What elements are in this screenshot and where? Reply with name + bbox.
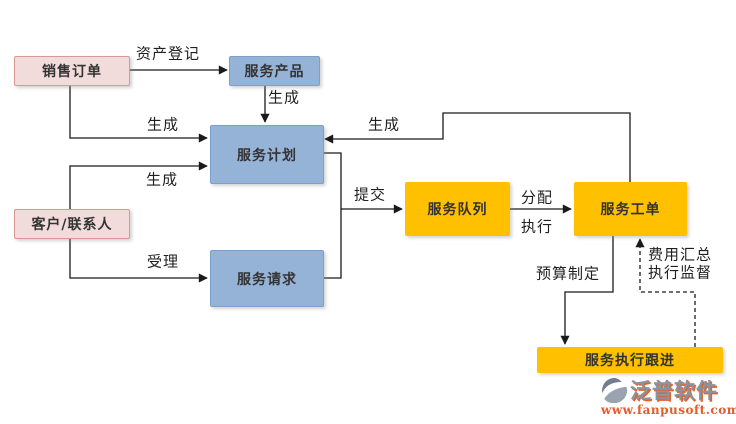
edge-service-request-to-queue-junction xyxy=(322,209,342,279)
edge-label-execution-supervision: 执行监督 xyxy=(647,263,713,282)
edge-label-asset-registration: 资产登记 xyxy=(135,44,201,63)
fanpu-logo-icon xyxy=(602,377,628,404)
edge-label-execute: 执行 xyxy=(520,217,554,236)
edge-label-generate-workorder-to-plan: 生成 xyxy=(367,115,401,134)
fanpu-logo: 泛普软件 www.fanpusoft.com xyxy=(601,377,736,417)
edge-label-accept: 受理 xyxy=(146,252,180,271)
node-sales-order: 销售订单 xyxy=(14,56,130,86)
node-service-queue: 服务队列 xyxy=(405,182,510,236)
edge-label-budget-planning: 预算制定 xyxy=(535,264,601,283)
node-service-work-order: 服务工单 xyxy=(574,182,687,236)
edge-work-order-to-follow-up xyxy=(560,236,614,345)
node-customer-contact: 客户/联系人 xyxy=(14,209,130,239)
node-service-request: 服务请求 xyxy=(210,250,324,307)
edge-sales-order-to-service-plan xyxy=(69,84,208,143)
edge-label-submit: 提交 xyxy=(353,185,387,204)
node-service-product: 服务产品 xyxy=(229,56,320,86)
edge-label-assign: 分配 xyxy=(520,188,554,207)
node-service-plan: 服务计划 xyxy=(210,125,324,184)
logo-company-name: 泛普软件 xyxy=(630,378,718,403)
node-service-follow-up: 服务执行跟进 xyxy=(537,347,723,373)
edge-label-cost-summary: 费用汇总 xyxy=(647,245,713,264)
edge-customer-to-service-plan xyxy=(69,161,208,209)
edge-label-generate-order-to-plan: 生成 xyxy=(146,115,180,134)
edge-label-generate-customer-to-plan: 生成 xyxy=(145,170,179,189)
edge-customer-to-service-request xyxy=(69,237,208,283)
edge-label-generate-product-to-plan: 生成 xyxy=(267,88,301,107)
logo-website: www.fanpusoft.com xyxy=(601,403,736,417)
